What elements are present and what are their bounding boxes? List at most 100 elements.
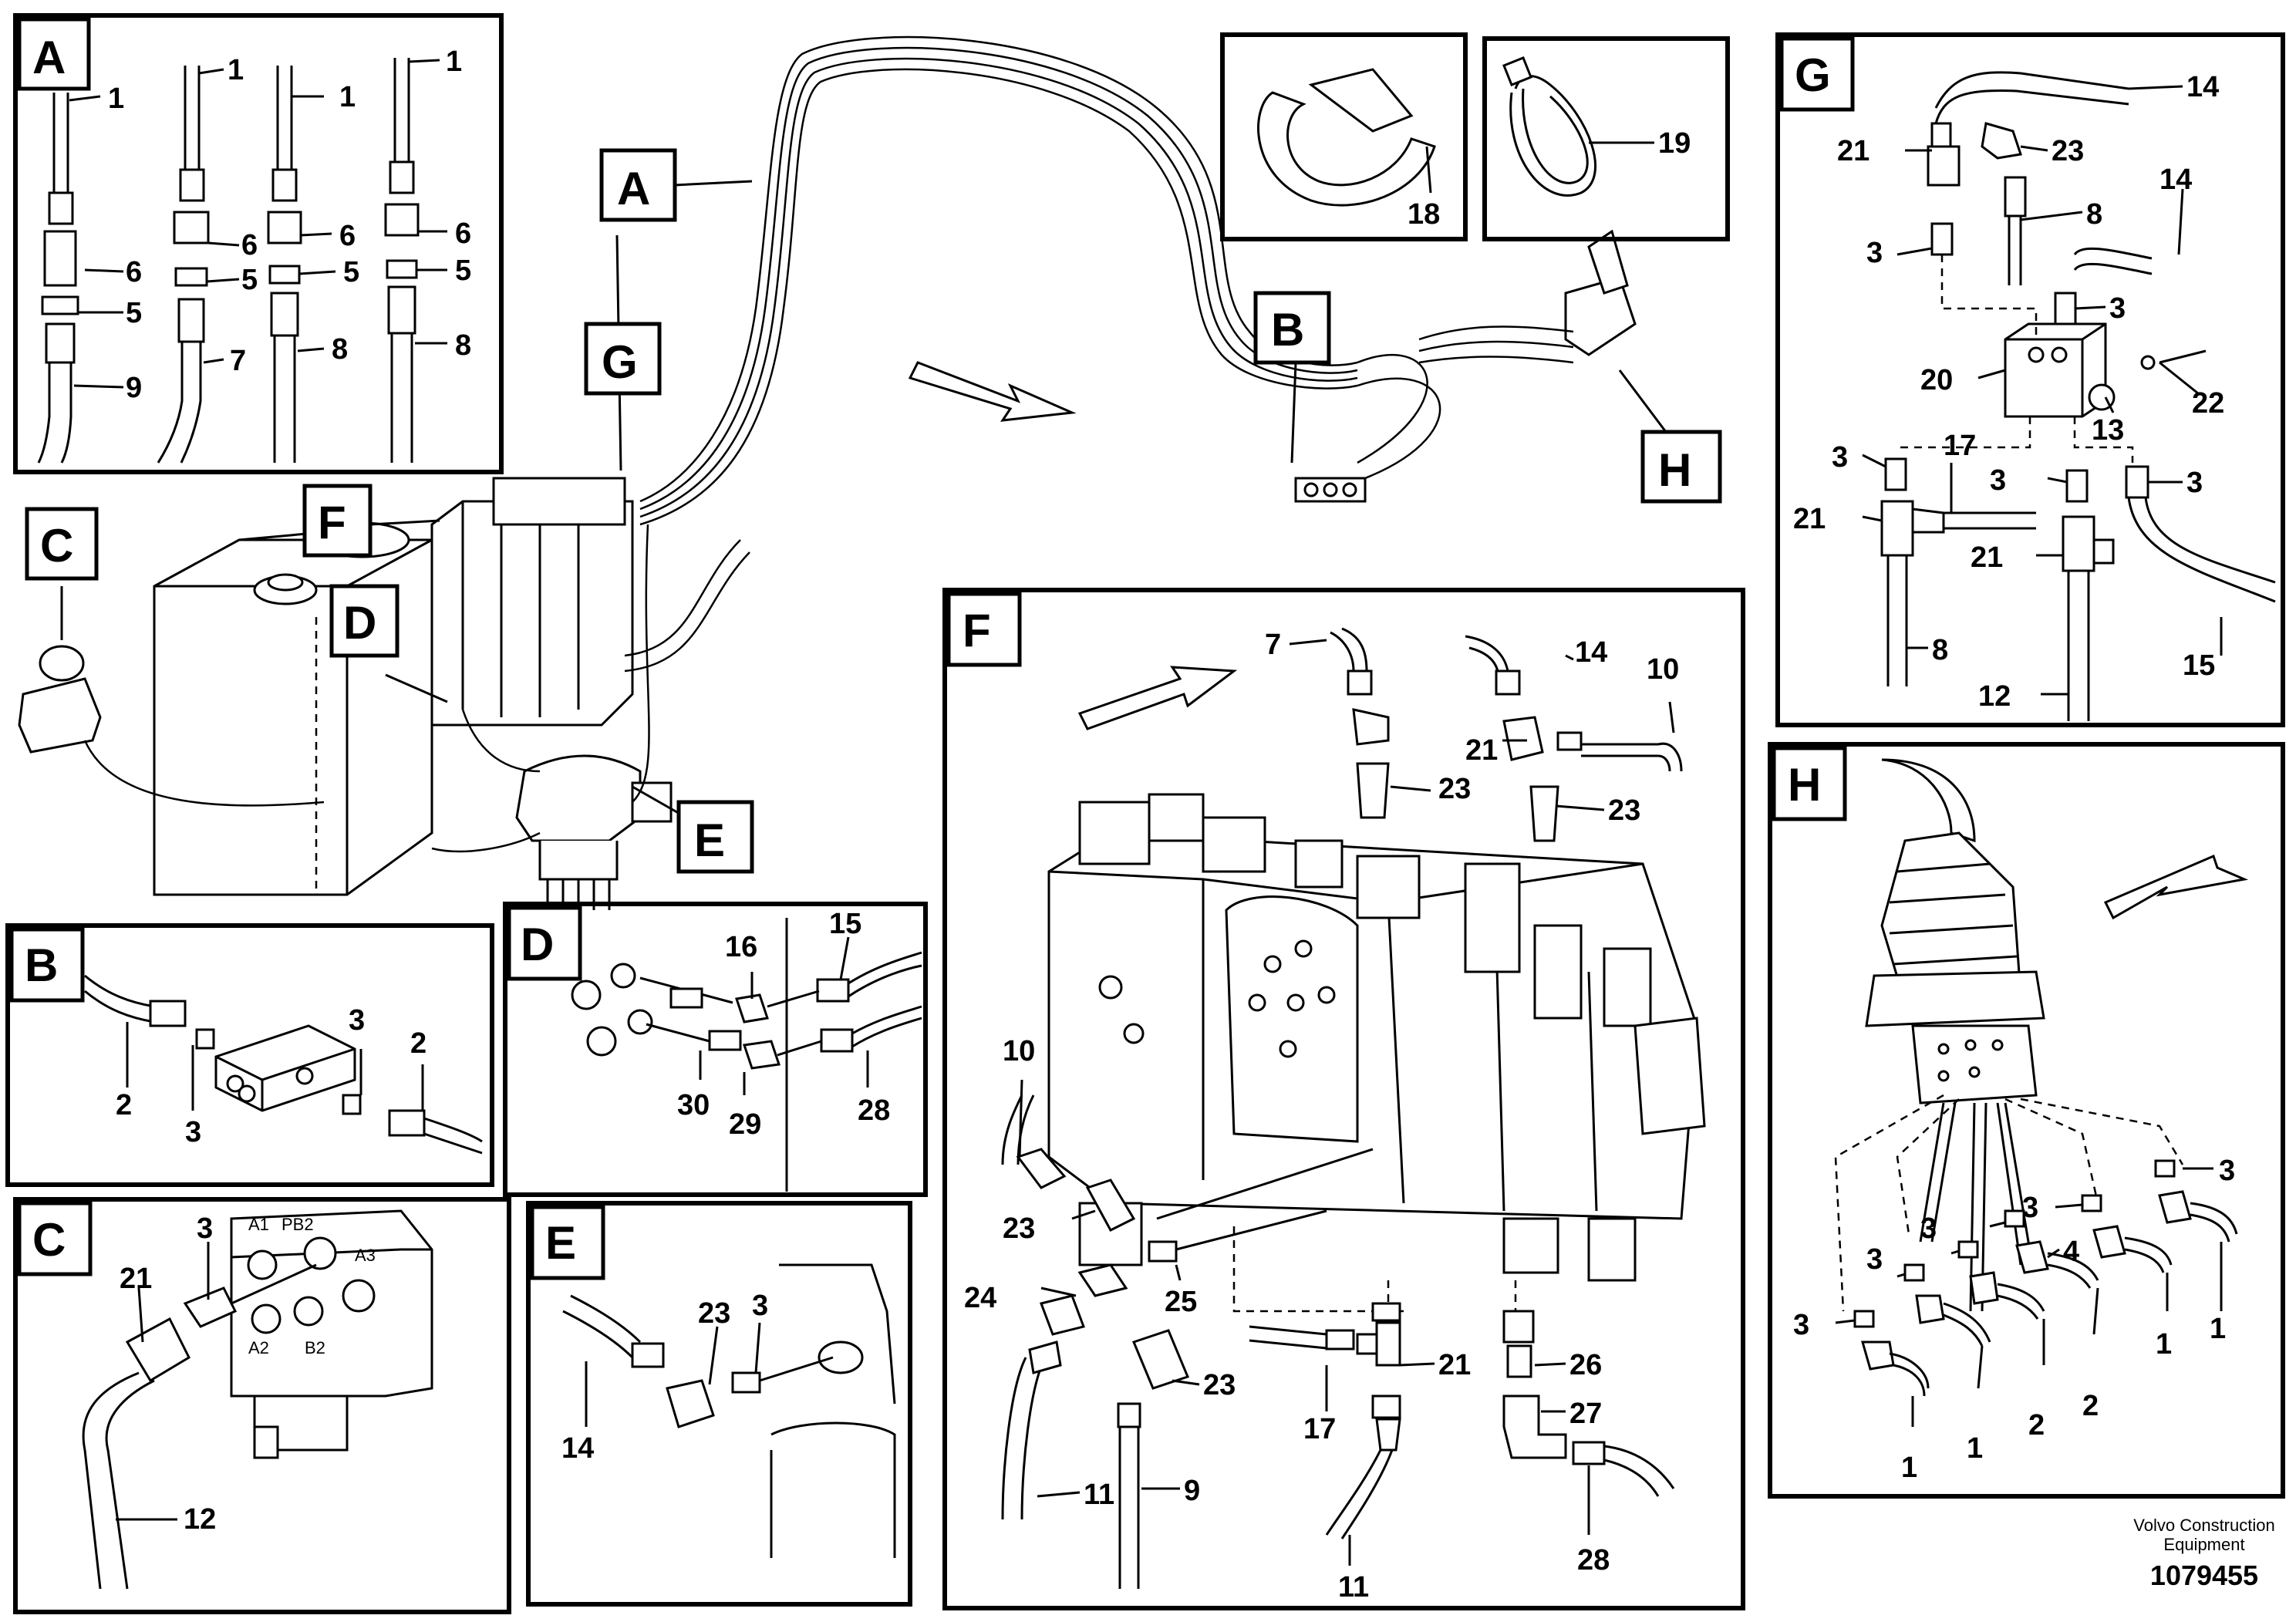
callout-a: A <box>617 163 650 214</box>
panel-e: E 23 3 14 <box>526 1201 912 1607</box>
label-d-30: 30 <box>677 1089 710 1121</box>
label-f-11a: 11 <box>1084 1479 1114 1511</box>
label-g-14a: 14 <box>2186 71 2219 103</box>
label-h-2a: 2 <box>2082 1390 2099 1422</box>
label-a-1c: 1 <box>339 81 356 113</box>
label-b-2a: 2 <box>116 1089 132 1121</box>
label-a-9: 9 <box>126 372 142 404</box>
callout-h: H <box>1658 444 1691 496</box>
label-a-1a: 1 <box>108 83 124 115</box>
label-a-6c: 6 <box>339 220 356 252</box>
label-f-23a: 23 <box>1438 773 1471 805</box>
panel-a-tag: A <box>32 32 66 83</box>
drawing-number: 1079455 <box>2150 1560 2258 1591</box>
panel-c: C 3 21 12 A1 PB2 A3 A2 B2 <box>13 1197 511 1614</box>
label-h-2b: 2 <box>2028 1409 2045 1442</box>
label-a-8a: 8 <box>332 333 348 366</box>
label-g-14b: 14 <box>2159 164 2192 196</box>
label-f-28: 28 <box>1577 1544 1610 1576</box>
tie-19-panel: 19 <box>1482 36 1730 241</box>
label-c-12: 12 <box>184 1503 216 1536</box>
label-f-23d: 23 <box>1203 1369 1236 1401</box>
label-g-3b: 3 <box>2109 292 2126 325</box>
label-h-3b: 3 <box>2022 1192 2038 1224</box>
label-f-9: 9 <box>1184 1475 1200 1507</box>
label-h-1c: 1 <box>1967 1432 1983 1465</box>
label-a-5c: 5 <box>343 256 359 288</box>
label-a-1b: 1 <box>228 54 244 86</box>
label-g-22: 22 <box>2192 387 2224 420</box>
panel-b-tag: B <box>25 939 58 991</box>
callout-g: G <box>602 336 638 388</box>
label-c-21: 21 <box>120 1263 152 1295</box>
label-c-3: 3 <box>197 1212 213 1245</box>
label-g-3a: 3 <box>1866 237 1883 269</box>
port-pb2: PB2 <box>282 1215 314 1234</box>
port-a1: A1 <box>248 1215 269 1234</box>
label-f-10b: 10 <box>1003 1035 1035 1067</box>
callout-f: F <box>318 497 346 548</box>
label-g-15: 15 <box>2183 649 2215 682</box>
label-g-13: 13 <box>2092 414 2124 447</box>
label-f-21a: 21 <box>1465 734 1498 767</box>
label-a-1d: 1 <box>446 46 462 78</box>
label-18: 18 <box>1408 198 1440 231</box>
label-f-10a: 10 <box>1647 653 1679 686</box>
label-g-8a: 8 <box>2086 198 2102 231</box>
label-a-6a: 6 <box>126 256 142 288</box>
label-f-27: 27 <box>1569 1398 1602 1430</box>
label-f-21b: 21 <box>1438 1349 1471 1381</box>
label-g-20: 20 <box>1920 364 1953 396</box>
label-a-5a: 5 <box>126 297 142 329</box>
port-b2: B2 <box>305 1338 325 1357</box>
label-a-8b: 8 <box>455 329 471 362</box>
label-a-5d: 5 <box>455 255 471 287</box>
label-d-28: 28 <box>858 1094 890 1127</box>
label-h-3c: 3 <box>1920 1212 1937 1245</box>
label-h-3e: 3 <box>1793 1309 1809 1341</box>
label-g-3e: 3 <box>2186 467 2203 499</box>
label-f-11b: 11 <box>1338 1571 1369 1603</box>
label-h-1a: 1 <box>2210 1313 2226 1345</box>
panel-d-tag: D <box>521 919 554 970</box>
label-f-14: 14 <box>1575 636 1607 669</box>
panel-g-tag: G <box>1795 49 1831 101</box>
label-h-4: 4 <box>2063 1236 2079 1268</box>
label-a-7: 7 <box>230 345 246 377</box>
callout-b: B <box>1271 304 1304 356</box>
callout-c: C <box>40 520 73 572</box>
label-g-3d: 3 <box>1990 464 2006 497</box>
label-h-3d: 3 <box>1866 1243 1883 1276</box>
callout-d: D <box>343 597 376 649</box>
callout-e: E <box>694 814 725 866</box>
label-d-15: 15 <box>829 908 861 940</box>
label-h-1d: 1 <box>1901 1452 1917 1484</box>
label-f-23b: 23 <box>1608 794 1640 827</box>
panel-g: G 14 21 23 14 8 3 3 22 2 <box>1775 32 2285 727</box>
label-f-26: 26 <box>1569 1349 1602 1381</box>
label-b-3b: 3 <box>349 1004 365 1037</box>
port-a2: A2 <box>248 1338 269 1357</box>
label-h-1b: 1 <box>2156 1328 2172 1361</box>
panel-h-tag: H <box>1788 759 1821 811</box>
callout-tags: A G F D C E B H <box>25 148 1722 874</box>
hose-stack-2 <box>157 66 210 464</box>
label-e-14: 14 <box>561 1432 594 1465</box>
company-name: Volvo Construction <box>2133 1516 2274 1535</box>
label-g-21c: 21 <box>1971 541 2003 574</box>
label-g-21b: 21 <box>1793 503 1826 535</box>
label-b-2b: 2 <box>410 1027 426 1060</box>
label-g-12: 12 <box>1978 680 2011 713</box>
hose-stack-3 <box>267 66 302 463</box>
label-19: 19 <box>1658 127 1691 160</box>
hose-stack-1 <box>37 93 79 464</box>
company-name-line2: Equipment <box>2163 1535 2244 1554</box>
label-a-6d: 6 <box>455 218 471 250</box>
label-f-7: 7 <box>1265 629 1281 661</box>
label-g-21a: 21 <box>1837 135 1870 167</box>
label-f-24: 24 <box>964 1282 996 1314</box>
footer-credit: Volvo Construction Equipment 1079455 <box>2133 1516 2274 1591</box>
label-g-3c: 3 <box>1832 441 1848 474</box>
label-d-16: 16 <box>725 931 757 963</box>
